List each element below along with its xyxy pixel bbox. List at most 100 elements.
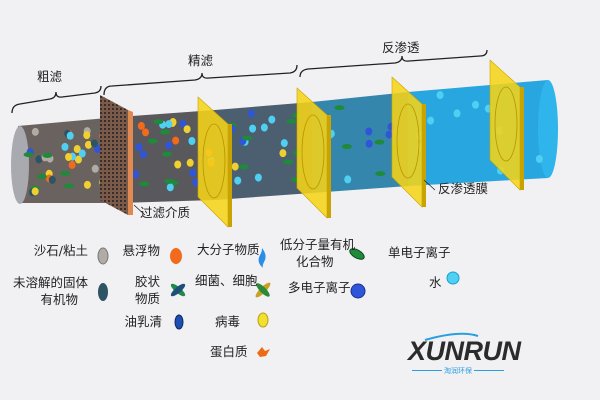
particle <box>535 154 543 163</box>
particle <box>36 174 47 180</box>
particle <box>427 116 435 125</box>
brace-ro <box>299 49 488 78</box>
particle <box>283 159 294 165</box>
particle <box>162 151 173 157</box>
particle <box>78 149 86 158</box>
particle <box>147 138 158 144</box>
legend-sand: 沙石/粘土 <box>33 243 88 258</box>
ro-membrane-plate <box>197 96 232 228</box>
particle <box>23 152 34 158</box>
legend-bacteria: 细菌、细胞 <box>195 273 258 288</box>
particle <box>375 171 386 177</box>
particle <box>249 124 257 133</box>
particle <box>48 175 56 184</box>
particle <box>385 130 393 139</box>
particle <box>334 105 345 111</box>
brace-coarse <box>11 85 102 114</box>
sand-icon <box>97 247 109 265</box>
legend-oil: 油乳清 <box>124 314 162 329</box>
particle <box>61 142 69 151</box>
particle <box>344 175 352 184</box>
particle <box>365 127 373 136</box>
particle <box>142 128 150 137</box>
particle <box>186 158 194 167</box>
legend-multi-ion: 多电子离子 <box>288 280 351 295</box>
pipe-outlet <box>538 80 558 178</box>
particle <box>135 143 143 152</box>
particle <box>242 135 253 141</box>
bacteria-icon <box>255 282 271 298</box>
stage-label-ro: 反渗透 <box>382 40 420 55</box>
particle <box>166 183 174 192</box>
callout-filter-medium: 过滤介质 <box>140 205 191 220</box>
particle <box>60 170 71 176</box>
particle <box>188 137 196 146</box>
filter-medium <box>100 95 133 215</box>
particle <box>91 164 99 173</box>
stage-label-fine: 精滤 <box>188 53 214 68</box>
particle <box>74 155 82 164</box>
logo-swoosh <box>424 332 479 341</box>
particle <box>35 155 43 164</box>
particle <box>68 160 76 169</box>
legend-suspended: 悬浮物 <box>122 243 160 258</box>
particle <box>231 162 239 171</box>
particle <box>234 176 242 185</box>
particle <box>172 136 180 145</box>
legend-single-ion: 单电子离子 <box>388 245 451 260</box>
particle <box>83 180 91 189</box>
suspended-matter-icon <box>170 248 182 264</box>
oil-emulsion-icon <box>174 314 184 330</box>
legend-water: 水 <box>429 275 442 290</box>
particle <box>139 181 150 187</box>
water-icon <box>446 271 460 285</box>
particle <box>260 123 268 132</box>
particle <box>374 139 385 145</box>
particle <box>31 187 39 196</box>
pipe-segment-ro2 <box>408 80 548 186</box>
pipe-segment-ro1 <box>312 92 408 193</box>
legend-low-mw-1: 低分子量有机 <box>280 237 356 252</box>
legend-low-mw-2: 化合物 <box>296 254 334 269</box>
particle <box>341 144 352 150</box>
particle <box>183 125 191 134</box>
particle <box>472 100 480 109</box>
particle <box>153 119 164 125</box>
particle <box>453 109 461 118</box>
virus-icon <box>257 312 269 328</box>
particle <box>174 160 182 169</box>
particle <box>189 168 197 177</box>
particle <box>139 150 147 159</box>
ro-membrane-plate <box>489 59 524 191</box>
pipe-segment-fine <box>215 102 312 200</box>
particle <box>73 145 81 154</box>
particle <box>286 118 297 124</box>
particle <box>268 115 276 124</box>
particle <box>254 173 262 182</box>
particle <box>159 129 170 135</box>
colloid-icon <box>170 283 186 297</box>
particle <box>84 140 92 149</box>
particle <box>164 178 175 184</box>
particle <box>279 149 287 158</box>
legend-colloid-2: 物质 <box>134 291 160 306</box>
legend-icons <box>97 247 460 357</box>
particle <box>83 131 91 140</box>
particle <box>436 91 444 100</box>
logo-subtitle: 淘润环保 <box>412 366 504 376</box>
particle <box>42 152 53 158</box>
undissolved-solid-icon <box>98 283 108 301</box>
particle <box>132 170 140 179</box>
legend-virus: 病毒 <box>215 314 241 329</box>
particle <box>66 131 74 140</box>
pipe-inlet <box>11 126 29 204</box>
braces <box>11 49 488 114</box>
stage-label-coarse: 粗滤 <box>37 69 63 84</box>
legend-undissolved-2: 有机物 <box>40 292 78 307</box>
particle <box>64 183 75 189</box>
particle <box>192 178 200 187</box>
macromolecule-icon <box>258 248 266 268</box>
legend-colloid-1: 胶状 <box>134 274 160 289</box>
particle <box>65 152 73 161</box>
